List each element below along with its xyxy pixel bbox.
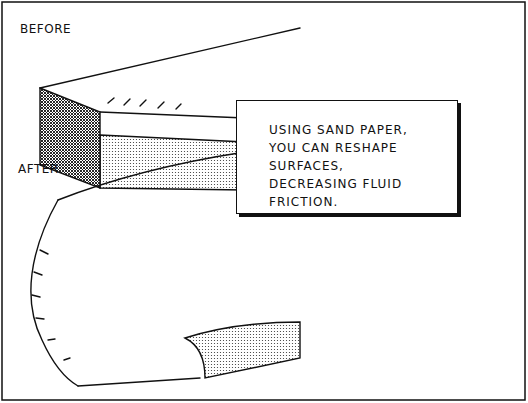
grain-ticks: [32, 250, 70, 360]
board-back-edge: [40, 28, 300, 88]
frame-border: [2, 2, 525, 400]
board-top-edge: [58, 152, 245, 200]
board-curved-edge: [31, 200, 78, 386]
callout-box: USING SAND PAPER, YOU CAN RESHAPE SURFAC…: [236, 100, 458, 214]
panel-label: AFTER: [18, 162, 59, 176]
panel-label: BEFORE: [20, 22, 71, 36]
board-front-edge: [100, 112, 245, 118]
callout-text: USING SAND PAPER, YOU CAN RESHAPE SURFAC…: [269, 121, 437, 211]
board-side-face: [100, 135, 245, 190]
rounded-end-face: [185, 322, 300, 378]
board-front-edge: [78, 378, 200, 386]
grain-ticks: [108, 98, 181, 109]
